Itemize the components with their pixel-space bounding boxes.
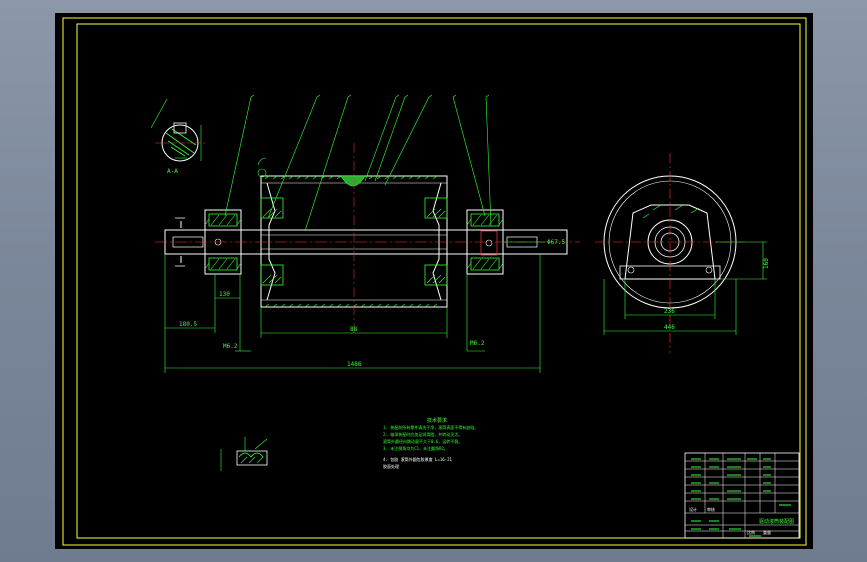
part-leaders: [224, 94, 492, 232]
roller-front-view: [155, 143, 580, 333]
cad-drawing-canvas[interactable]: A-A: [55, 13, 813, 549]
note-tail: 胶面处理: [383, 463, 399, 469]
section-detail: A-A: [150, 98, 205, 175]
notes-title: 技术要求: [427, 417, 447, 424]
dim-total-length: 1486: [347, 361, 362, 368]
note-line-3: 滚筒外圆径向跳动量不大于0.6，运转平稳。: [383, 438, 462, 444]
note-line-2: 2. 轴承装配时应加足润滑脂，并转动灵活。: [383, 431, 462, 437]
dimension-lines: [164, 241, 545, 373]
weld-detail: [220, 437, 268, 471]
dim-base-width: 236: [664, 308, 675, 315]
title-drawn-label: 设计: [689, 506, 697, 512]
title-scale-label: 比例: [747, 529, 755, 535]
dim-shaft-diameter: Φ67.5: [547, 239, 565, 246]
outer-frame: [62, 17, 807, 546]
technical-notes: 技术要求 1. 装配前所有零件清洗干净，滚筒表面不得有缺陷。 2. 轴承装配时应…: [383, 417, 478, 469]
title-weight-label: 重量: [763, 529, 771, 535]
dim-m-right: M6.2: [470, 340, 485, 347]
dim-base-outer: 446: [664, 324, 675, 331]
dim-center-height: 160: [763, 258, 770, 269]
dim-bearing-width: 130: [219, 291, 230, 298]
dim-m-left: M6.2: [223, 343, 238, 350]
dim-drum-length: 88: [350, 326, 358, 333]
note-line-4: 3. 未注倒角均为C1，未注圆角R2。: [383, 445, 448, 451]
note-line-5: 4. 包胶 滚筒外圆包胶厚度 L=16-21: [383, 456, 452, 462]
section-label: A-A: [167, 168, 178, 175]
note-line-1: 1. 装配前所有零件清洗干净，滚筒表面不得有缺陷。: [383, 424, 478, 430]
drawing-viewport[interactable]: A-A: [55, 13, 813, 549]
roller-side-view: [595, 153, 767, 353]
drawing-title: 驱动滚筒装配图: [759, 518, 794, 525]
inner-frame: [76, 23, 801, 539]
dim-left-offset: 180.5: [179, 321, 197, 328]
title-check-label: 审核: [707, 506, 715, 512]
title-block: 驱动滚筒装配图 比例 重量 设计 审核: [684, 452, 800, 539]
